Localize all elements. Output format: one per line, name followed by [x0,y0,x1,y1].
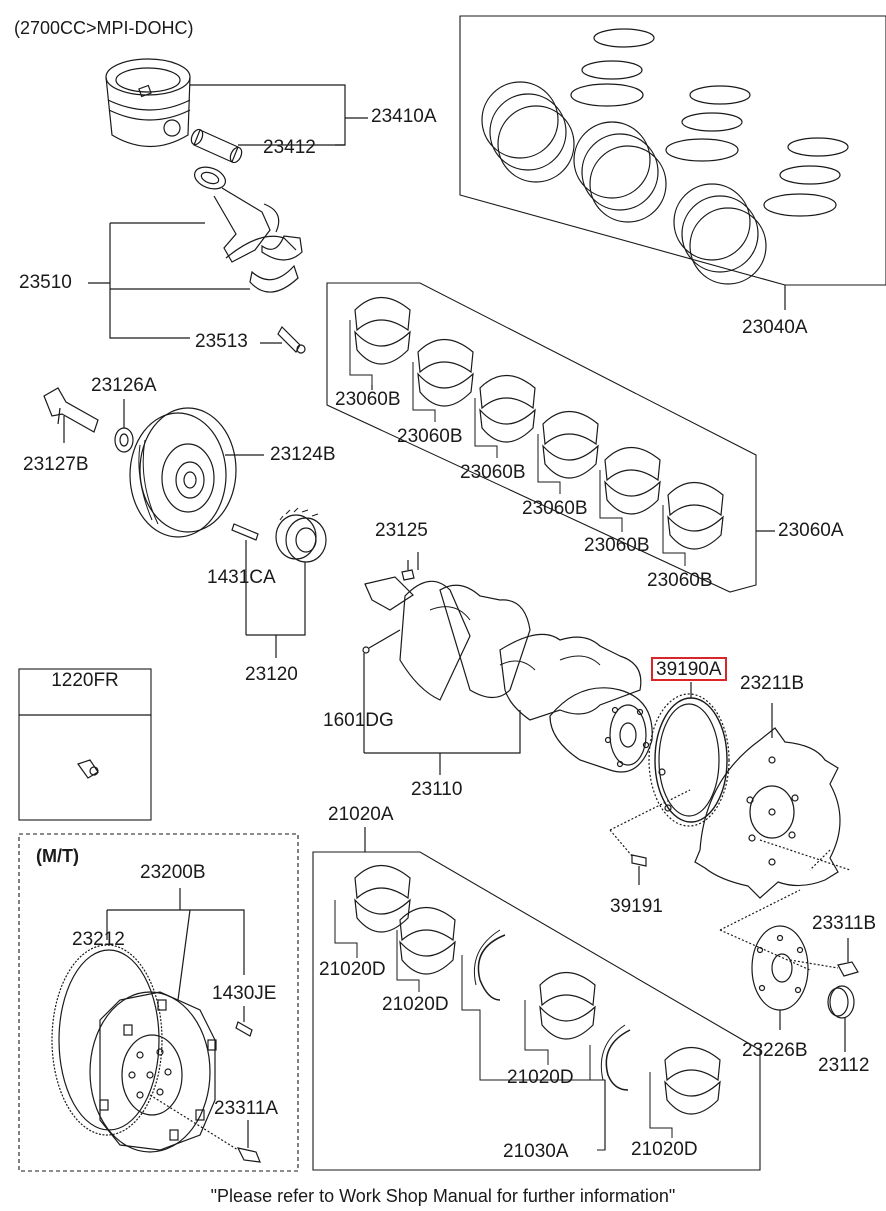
piston-ring-large[interactable] [673,183,767,285]
engine-spec-title: (2700CC>MPI-DOHC) [14,18,194,38]
part-label-23412[interactable]: 23412 [263,137,316,158]
part-label-23124B[interactable]: 23124B [270,444,336,465]
part-label-1430JE[interactable]: 1430JE [212,983,277,1004]
inset-mt-label: (M/T) [36,846,79,866]
crank-key[interactable] [401,560,415,581]
part-label-23120[interactable]: 23120 [245,664,298,685]
part-label-23311B[interactable]: 23311B [812,913,877,934]
ring-gear-bolt[interactable] [609,789,691,885]
bearing-shell[interactable] [412,339,474,423]
part-label-23112[interactable]: 23112 [818,1055,870,1076]
piston-leader-lines [190,84,368,146]
flywheel[interactable] [89,991,217,1153]
part-label-39190A-highlighted[interactable]: 39190A [651,657,727,681]
main-bearing-shell[interactable] [396,907,456,993]
part-label-21020D-4[interactable]: 21020D [631,1139,698,1160]
part-label-23200B[interactable]: 23200B [140,862,206,883]
plug-bolt[interactable] [77,759,99,779]
piston-ring-large[interactable] [573,121,667,223]
flywheel-dowel-pin[interactable] [235,1006,253,1037]
part-label-23311A[interactable]: 23311A [214,1098,279,1119]
piston-ring-set-group [459,15,886,310]
part-label-23060B-5[interactable]: 23060B [584,535,650,556]
bearing-shell[interactable] [662,482,724,567]
mt-inset-box [18,833,299,1172]
part-label-1431CA[interactable]: 1431CA [207,567,276,588]
piston-ring-thin[interactable] [763,137,849,217]
piston-ring-thin[interactable] [665,85,751,162]
connecting-rod-bearing-cap[interactable] [249,235,303,293]
piston-ring-large[interactable] [481,81,575,183]
bearing-shell[interactable] [474,375,536,459]
flywheel-ring-gear[interactable] [51,944,163,1136]
drive-plate-dashed-guides [719,839,851,971]
conrod-leader-lines [88,222,282,344]
main-bearing-shell[interactable] [524,972,596,1066]
main-bearing-shell[interactable] [334,865,411,959]
part-label-21020D-1[interactable]: 21020D [319,959,386,980]
part-label-21020A[interactable]: 21020A [328,804,394,825]
part-label-23211B[interactable]: 23211B [740,673,805,694]
bearing-shell[interactable] [349,297,411,386]
part-label-23060B-2[interactable]: 23060B [397,426,463,447]
part-label-21020D-3[interactable]: 21020D [507,1067,574,1088]
lower-bearing-set-group [312,827,761,1171]
part-label-23040A[interactable]: 23040A [742,317,808,338]
part-label-21030A[interactable]: 21030A [503,1141,569,1162]
part-label-1601DG[interactable]: 1601DG [323,710,394,731]
part-label-23127B[interactable]: 23127B [23,454,89,475]
part-label-23125[interactable]: 23125 [375,520,428,541]
part-label-23510[interactable]: 23510 [19,272,72,293]
conrod-bolt[interactable] [277,326,306,354]
part-label-39191[interactable]: 39191 [610,896,663,917]
bearing-shell[interactable] [537,411,599,495]
part-label-23126A[interactable]: 23126A [91,375,157,396]
adapter-plate-bolt[interactable] [789,938,859,977]
drive-plate[interactable] [694,703,841,899]
part-label-23212[interactable]: 23212 [72,929,125,950]
flywheel-bolt[interactable] [149,1094,261,1163]
part-label-23513[interactable]: 23513 [195,331,248,352]
damper-pulley-bolt[interactable] [43,387,99,443]
woodruff-key[interactable] [231,523,259,635]
piston-ring-thin[interactable] [570,28,655,107]
part-label-23226B[interactable]: 23226B [742,1040,808,1061]
main-bearing-set-group [326,282,775,593]
inset-bolt-label[interactable]: 1220FR [51,670,119,691]
pilot-bushing[interactable] [827,985,855,1052]
part-label-23060B-1[interactable]: 23060B [335,389,401,410]
crankshaft[interactable] [364,576,653,773]
part-label-23110[interactable]: 23110 [411,779,463,800]
part-label-23060B-6[interactable]: 23060B [647,570,713,591]
part-label-21020D-2[interactable]: 21020D [382,994,449,1015]
part-label-23410A[interactable]: 23410A [371,106,437,127]
ring-gear[interactable] [648,682,730,827]
thrust-washer[interactable] [589,1024,631,1150]
thrust-washer[interactable] [461,929,606,1151]
piston[interactable] [105,58,191,148]
part-label-23060A[interactable]: 23060A [778,520,844,541]
label-leaders [371,385,419,570]
connecting-rod[interactable] [192,163,297,263]
crankshaft-leader-lines [363,653,521,775]
crank-sprocket[interactable] [246,507,327,658]
damper-pulley-washer[interactable] [114,399,134,453]
footer-note: "Please refer to Work Shop Manual for fu… [210,1186,676,1206]
bolt-inset-box [18,668,152,821]
piston-pin[interactable] [189,128,244,165]
bearing-shell[interactable] [599,447,661,533]
part-label-23060B-3[interactable]: 23060B [460,462,526,483]
damper-pulley[interactable] [129,407,264,538]
main-bearing-shell[interactable] [649,1047,721,1139]
part-label-23060B-4[interactable]: 23060B [522,498,588,519]
adapter-plate[interactable] [751,925,809,1030]
crank-plug[interactable] [362,629,401,654]
